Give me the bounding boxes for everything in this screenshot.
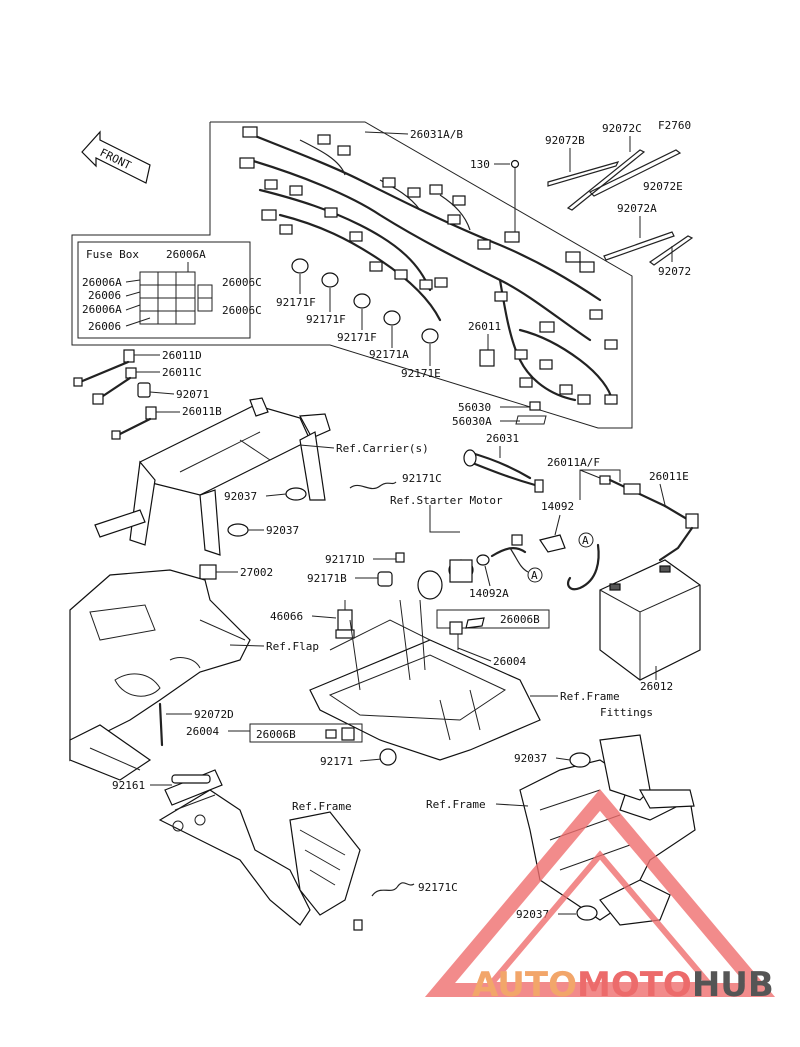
fuse-label-right-1: 26006C	[222, 276, 262, 289]
fuse-box-grid	[139, 262, 213, 325]
grommet-92037-1	[285, 487, 307, 501]
callout-130: 130	[470, 158, 490, 171]
callout-92071: 92071	[176, 388, 209, 401]
fuse-label-top: 26006A	[166, 248, 206, 261]
ref-carrier: Ref.Carrier(s)	[336, 442, 429, 455]
callout-46066: 46066	[270, 610, 303, 623]
sub-harness-26011d	[73, 349, 135, 387]
ref-frame-2: Ref.Frame	[426, 798, 486, 811]
fuse-label-left-4: 26006	[88, 320, 121, 333]
callout-92037-3: 92037	[514, 752, 547, 765]
rear-fender	[69, 569, 251, 781]
callout-14092: 14092	[541, 500, 574, 513]
callout-92072b: 92072B	[545, 134, 585, 147]
lower-frame-left	[158, 769, 311, 926]
callout-26011af: 26011A/F	[547, 456, 600, 469]
callout-27002: 27002	[240, 566, 273, 579]
damper-92161	[171, 774, 211, 784]
clamp-92171b	[377, 571, 393, 587]
battery-cable	[599, 475, 699, 562]
callout-92171f-1: 92171F	[276, 296, 316, 309]
callout-14092a: 14092A	[469, 587, 509, 600]
ref-starter-motor: Ref.Starter Motor	[390, 494, 503, 507]
callout-92072e: 92072E	[643, 180, 683, 193]
callout-26012: 26012	[640, 680, 673, 693]
marker-a-1	[578, 532, 594, 548]
callout-92037-1: 92037	[224, 490, 257, 503]
fuse-box-inset	[77, 241, 251, 339]
watermark-logo	[424, 789, 776, 997]
callout-92171c-2: 92171C	[418, 881, 458, 894]
grommet-92037-2	[227, 523, 249, 537]
callout-92171: 92171	[320, 755, 353, 768]
battery-tray	[309, 599, 541, 761]
ref-frame-fittings-1: Ref.Frame	[560, 690, 620, 703]
fuse-box-title: Fuse Box	[86, 248, 139, 261]
callout-92171f-2: 92171F	[306, 313, 346, 326]
ref-frame-1: Ref.Frame	[292, 800, 352, 813]
watermark-text: AUTOMOTOHUB	[472, 965, 774, 1005]
clamp-92171c-1	[349, 481, 397, 490]
cover-14092	[539, 534, 566, 553]
starter-harness-26031	[463, 449, 544, 493]
cable-tie-92072d	[158, 702, 164, 747]
callout-26006b-1: 26006B	[500, 613, 540, 626]
callout-26004-1: 26004	[493, 655, 526, 668]
callout-92072a: 92072A	[617, 202, 657, 215]
relay-27002	[199, 564, 217, 580]
cable-ties-top	[547, 149, 694, 266]
callout-92171c-1: 92171C	[402, 472, 442, 485]
callout-92072d: 92072D	[194, 708, 234, 721]
callout-26031: 26031	[486, 432, 519, 445]
carrier-frame	[94, 397, 331, 556]
cover-starter	[417, 570, 443, 600]
clamp-92171c-2	[371, 882, 415, 897]
callout-26011d: 26011D	[162, 349, 202, 362]
callout-26006b-2: 26006B	[256, 728, 296, 741]
fuse-label-left-3: 26006A	[82, 303, 122, 316]
marker-a-1-text: A	[582, 534, 589, 547]
main-wire-harness	[239, 126, 618, 405]
callout-56030: 56030	[458, 401, 491, 414]
callout-26011b: 26011B	[182, 405, 222, 418]
callout-92171e: 92171E	[401, 367, 441, 380]
callout-26004-2: 26004	[186, 725, 219, 738]
callout-92037-2: 92037	[266, 524, 299, 537]
fuse-label-right-2: 26006C	[222, 304, 262, 317]
figure-code: F2760	[658, 119, 691, 132]
callout-26011e: 26011E	[649, 470, 689, 483]
relay-46066	[335, 600, 355, 639]
callout-92171b: 92171B	[307, 572, 347, 585]
callout-92037-4: 92037	[516, 908, 549, 921]
callout-92171d: 92171D	[325, 553, 365, 566]
grommets	[291, 258, 439, 344]
callout-26011: 26011	[468, 320, 501, 333]
callout-92171a: 92171A	[369, 348, 409, 361]
lower-frame-center	[289, 811, 363, 931]
harness-outline	[71, 121, 633, 429]
fuse-label-left-1: 26006A	[82, 276, 122, 289]
clamp-92171	[379, 748, 397, 766]
callout-92161: 92161	[112, 779, 145, 792]
front-arrow-icon: FRONT	[81, 130, 151, 184]
ref-flap: Ref.Flap	[266, 640, 319, 653]
battery-26012	[599, 559, 701, 681]
sub-harness-26011c	[92, 367, 137, 405]
callout-box-26006b-2	[249, 723, 363, 743]
callout-box-26006b-1	[436, 609, 550, 629]
sub-harness-26011b	[111, 406, 157, 440]
callout-92171f-3: 92171F	[337, 331, 377, 344]
relay-92071	[137, 382, 151, 398]
callout-92072c: 92072C	[602, 122, 642, 135]
starter-relay	[448, 534, 543, 583]
callout-56030a: 56030A	[452, 415, 492, 428]
callout-26031ab: 26031A/B	[410, 128, 463, 141]
ref-frame-fittings-2: Fittings	[600, 706, 653, 719]
callout-26011c: 26011C	[162, 366, 202, 379]
marker-a-2-text: A	[531, 569, 538, 582]
fuse-label-left-2: 26006	[88, 289, 121, 302]
callout-92072: 92072	[658, 265, 691, 278]
